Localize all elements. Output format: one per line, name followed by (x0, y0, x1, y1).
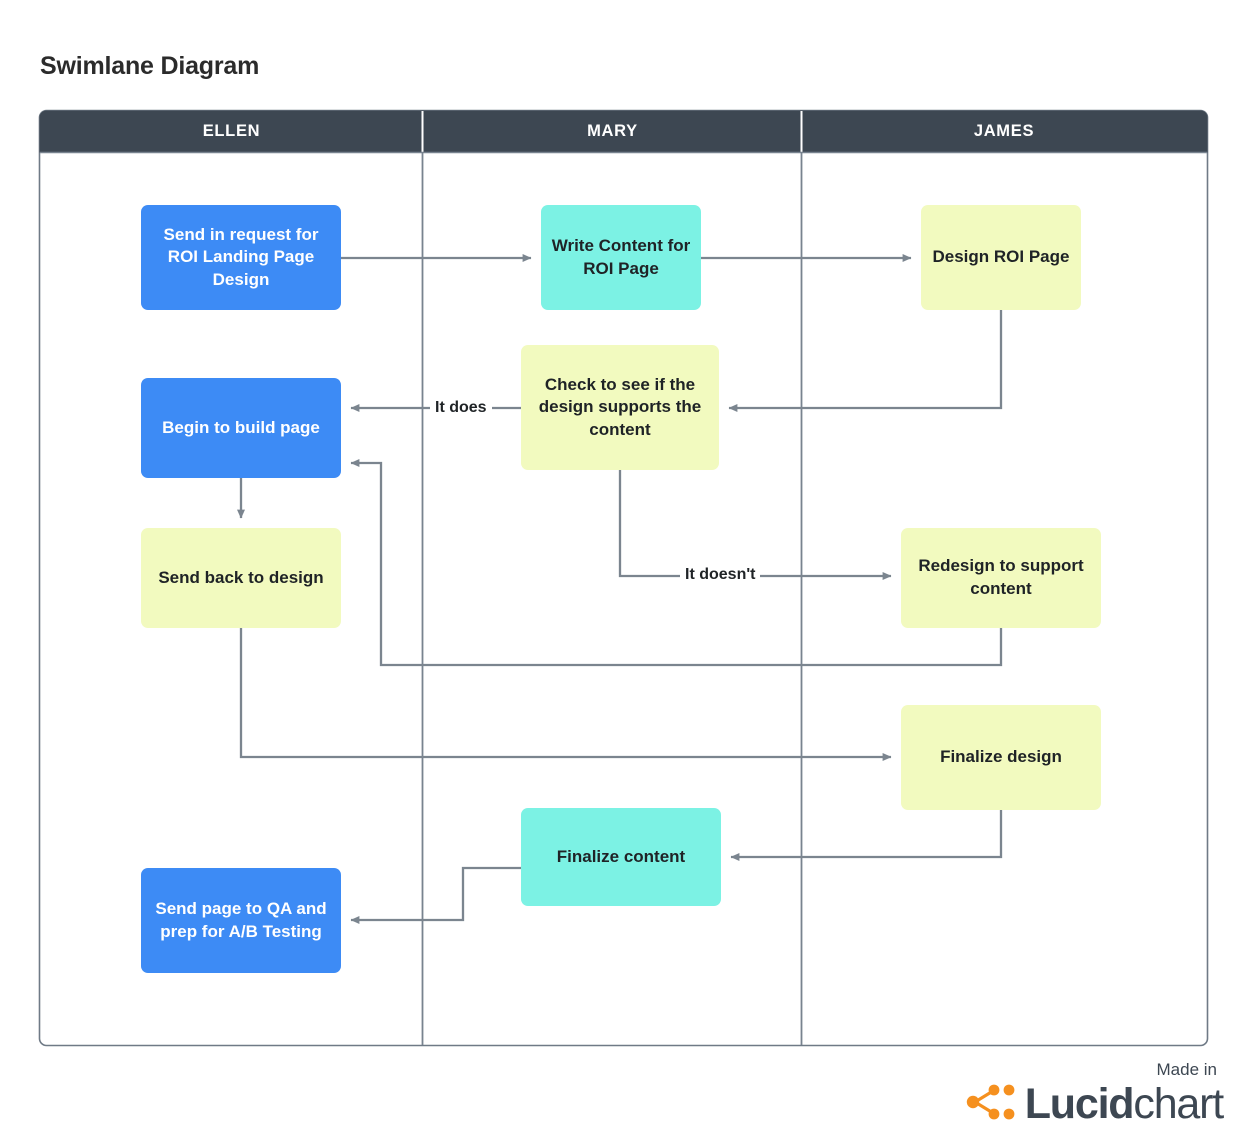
node-label: Write Content for ROI Page (551, 235, 691, 278)
node-label: Finalize design (940, 747, 1062, 767)
lucidchart-branding: Made in Lucidchart (963, 1060, 1224, 1128)
node-send-in-request[interactable]: Send in request for ROI Landing Page Des… (141, 205, 341, 310)
node-design-roi-page[interactable]: Design ROI Page (921, 205, 1081, 310)
node-label: Redesign to support content (918, 556, 1084, 598)
lane-header-james: JAMES (973, 122, 1035, 140)
node-label: Send page to QA and prep for A/B Testing (155, 898, 327, 941)
node-send-back-to-design[interactable]: Send back to design (141, 528, 341, 628)
wordmark-chart: chart (1133, 1080, 1224, 1128)
node-label: Design ROI Page (932, 247, 1070, 267)
page-title: Swimlane Diagram (40, 52, 260, 80)
wordmark-lucid: Lucid (1024, 1080, 1135, 1128)
lane-header-ellen: ELLEN (202, 122, 261, 140)
edge-label-it-does: It does (430, 398, 492, 418)
node-send-page-to-qa[interactable]: Send page to QA and prep for A/B Testing (141, 868, 341, 973)
edge-label-it-doesnt: It doesn't (680, 565, 761, 585)
made-in-label: Made in (1156, 1060, 1217, 1079)
node-redesign-to-support-content[interactable]: Redesign to support content (901, 528, 1101, 628)
node-label: Send in request for ROI Landing Page Des… (163, 224, 319, 289)
lane-header-band (39, 110, 1208, 153)
lucidchart-wordmark: Lucidchart (1024, 1080, 1224, 1128)
node-label: Send back to design (158, 567, 324, 587)
lane-header-mary: MARY (587, 122, 638, 140)
node-label: Finalize content (556, 846, 686, 866)
node-begin-to-build-page[interactable]: Begin to build page (141, 378, 341, 478)
node-finalize-content[interactable]: Finalize content (521, 808, 721, 906)
node-check-design-supports-content[interactable]: Check to see if the design supports the … (521, 345, 719, 470)
node-label: Begin to build page (162, 417, 320, 437)
node-write-content[interactable]: Write Content for ROI Page (541, 205, 701, 310)
lucidchart-node-icon (963, 1082, 1015, 1127)
node-finalize-design[interactable]: Finalize design (901, 705, 1101, 810)
node-label: Check to see if the design supports the … (538, 374, 702, 439)
